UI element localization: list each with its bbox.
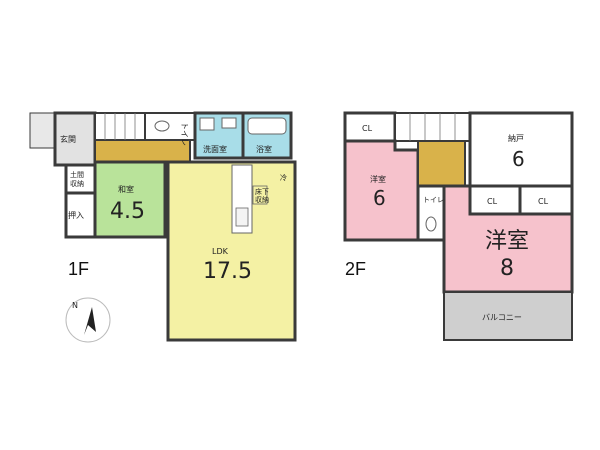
- compass-north: N: [72, 301, 78, 310]
- toilet-2f-room: [416, 184, 446, 242]
- toilet-2f-bowl: [425, 216, 437, 232]
- compass-ring: [65, 297, 111, 343]
- toilet-2f-label: トイレ: [423, 196, 444, 204]
- underfloor-storage-box: [252, 185, 268, 205]
- ldk-label: LDK: [212, 247, 229, 256]
- west-room-label: 洋室: [370, 174, 386, 184]
- balcony-label: バルコニー: [482, 313, 522, 322]
- oshiire-room: [64, 191, 97, 239]
- washbasin: [199, 117, 215, 131]
- doma-storage-room: [64, 163, 97, 195]
- yokushitsu-label: 浴室: [256, 144, 272, 154]
- floor-1f: 玄関 土間 収納 押入 トイレ 洗面室 浴室 和室 4.5 LDK 17.5 床…: [29, 111, 297, 342]
- ldk-room: [166, 160, 297, 342]
- washitsu-label: 和室: [118, 184, 134, 194]
- toilet-1f-room: [144, 112, 196, 141]
- washitsu-size: 4.5: [110, 199, 145, 224]
- toilet-1f-label: トイレ: [180, 122, 189, 146]
- floor-2f: CL 洋室 6 納戸 6 トイレ CL CL 洋室 8 バルコニー 2F: [343, 111, 574, 341]
- balcony-area: [443, 291, 573, 341]
- nando-size: 6: [512, 147, 525, 171]
- main-room-label: 洋室: [485, 229, 529, 254]
- sink: [235, 207, 249, 227]
- ldk-size: 17.5: [203, 259, 252, 284]
- main-room-size: 8: [500, 256, 514, 281]
- compass: N: [65, 297, 111, 343]
- hallway-2f: [417, 140, 466, 187]
- fridge-label: 冷: [280, 173, 287, 182]
- toilet-1f-bowl: [154, 120, 170, 132]
- washitsu-room: [93, 160, 167, 239]
- bathtub: [247, 117, 287, 135]
- doma-storage-label: 土間 収納: [70, 170, 86, 188]
- underfloor-storage-label: 床下 収納: [255, 187, 271, 204]
- floor-1f-label: 1F: [68, 259, 89, 279]
- nando-room: [468, 111, 574, 188]
- washing-machine: [221, 117, 237, 129]
- north-arrow-icon: [84, 307, 96, 335]
- oshiire-label: 押入: [68, 210, 84, 220]
- west-room-size: 6: [373, 186, 386, 210]
- nando-label: 納戸: [508, 133, 524, 143]
- cl-top-label: CL: [362, 124, 373, 133]
- cl-a-label: CL: [487, 197, 498, 206]
- cl-b-label: CL: [538, 197, 549, 206]
- stairs-1f: [94, 112, 146, 141]
- senmenjo-label: 洗面室: [203, 144, 227, 154]
- stairs-2f: [394, 112, 471, 142]
- porch: [29, 112, 56, 149]
- genkan-label: 玄関: [60, 134, 76, 144]
- floor-2f-label: 2F: [345, 259, 366, 279]
